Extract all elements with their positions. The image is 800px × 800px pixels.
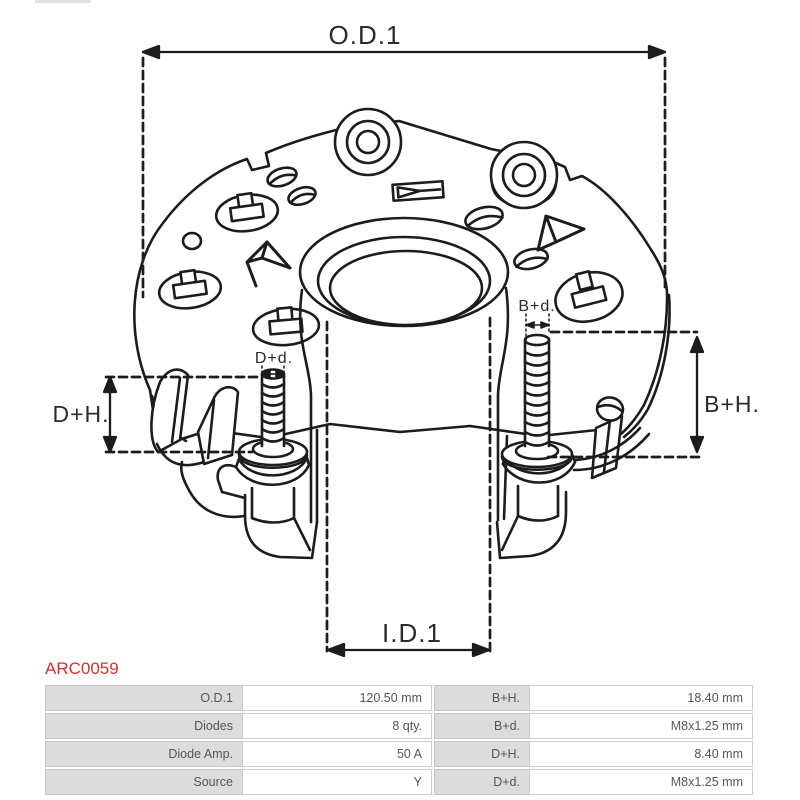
dh-label: D+H. xyxy=(52,401,109,427)
od1-label: O.D.1 xyxy=(329,20,402,50)
mounting-boss-right xyxy=(489,140,559,210)
dd-label: D+d. xyxy=(255,350,293,367)
spec-value-cell: 50 A xyxy=(242,741,432,767)
mounting-boss-left xyxy=(333,107,403,177)
central-bore-collar xyxy=(298,216,510,524)
spec-value-cell: 18.40 mm xyxy=(529,685,753,711)
spec-value-cell: M8x1.25 mm xyxy=(529,769,753,795)
spec-label-cell: Source xyxy=(45,769,243,795)
logo-remnant xyxy=(35,0,91,3)
diode-pads xyxy=(157,191,624,347)
rectifier-technical-drawing: O.D.1 I.D.1 D+H. B+H. D+d. B+d. xyxy=(52,20,760,658)
table-row: O.D.1 120.50 mm B+H. 18.40 mm xyxy=(45,685,755,711)
right-foot-bracket xyxy=(495,454,577,560)
plate-right-tab xyxy=(572,414,651,480)
id1-label: I.D.1 xyxy=(382,618,442,648)
spec-label-cell: Diodes xyxy=(45,713,243,739)
spec-table: O.D.1 120.50 mm B+H. 18.40 mm Diodes 8 q… xyxy=(45,685,755,797)
dd-dimension xyxy=(261,365,285,384)
spec-label-cell: D+d. xyxy=(434,769,530,795)
spec-label-cell: O.D.1 xyxy=(45,685,243,711)
terminal-slot xyxy=(391,179,445,203)
spec-value-cell: 8.40 mm xyxy=(529,741,753,767)
b-plus-stud xyxy=(500,333,574,471)
dh-dimension xyxy=(102,375,260,454)
part-number: ARC0059 xyxy=(45,659,119,678)
id1-dimension xyxy=(325,316,492,658)
spec-value-cell: 8 qty. xyxy=(242,713,432,739)
bd-dimension xyxy=(525,313,550,341)
left-foot-bracket xyxy=(216,456,319,560)
spec-value-cell: 120.50 mm xyxy=(242,685,432,711)
bh-label: B+H. xyxy=(704,391,760,417)
spec-label-cell: B+d. xyxy=(434,713,530,739)
table-row: Diode Amp. 50 A D+H. 8.40 mm xyxy=(45,741,755,767)
table-row: Source Y D+d. M8x1.25 mm xyxy=(45,769,755,795)
oval-holes xyxy=(181,166,625,422)
spec-label-cell: Diode Amp. xyxy=(45,741,243,767)
spec-label-cell: B+H. xyxy=(434,685,530,711)
od1-dimension xyxy=(141,44,667,299)
spec-value-cell: Y xyxy=(242,769,432,795)
direction-arrow-glyphs xyxy=(245,214,586,288)
plate-left-tabs xyxy=(150,368,246,519)
spec-value-cell: M8x1.25 mm xyxy=(529,713,753,739)
bh-dimension xyxy=(546,330,705,459)
bd-label: B+d. xyxy=(518,298,555,315)
table-row: Diodes 8 qty. B+d. M8x1.25 mm xyxy=(45,713,755,739)
spec-label-cell: D+H. xyxy=(434,741,530,767)
d-plus-stud xyxy=(237,368,309,470)
